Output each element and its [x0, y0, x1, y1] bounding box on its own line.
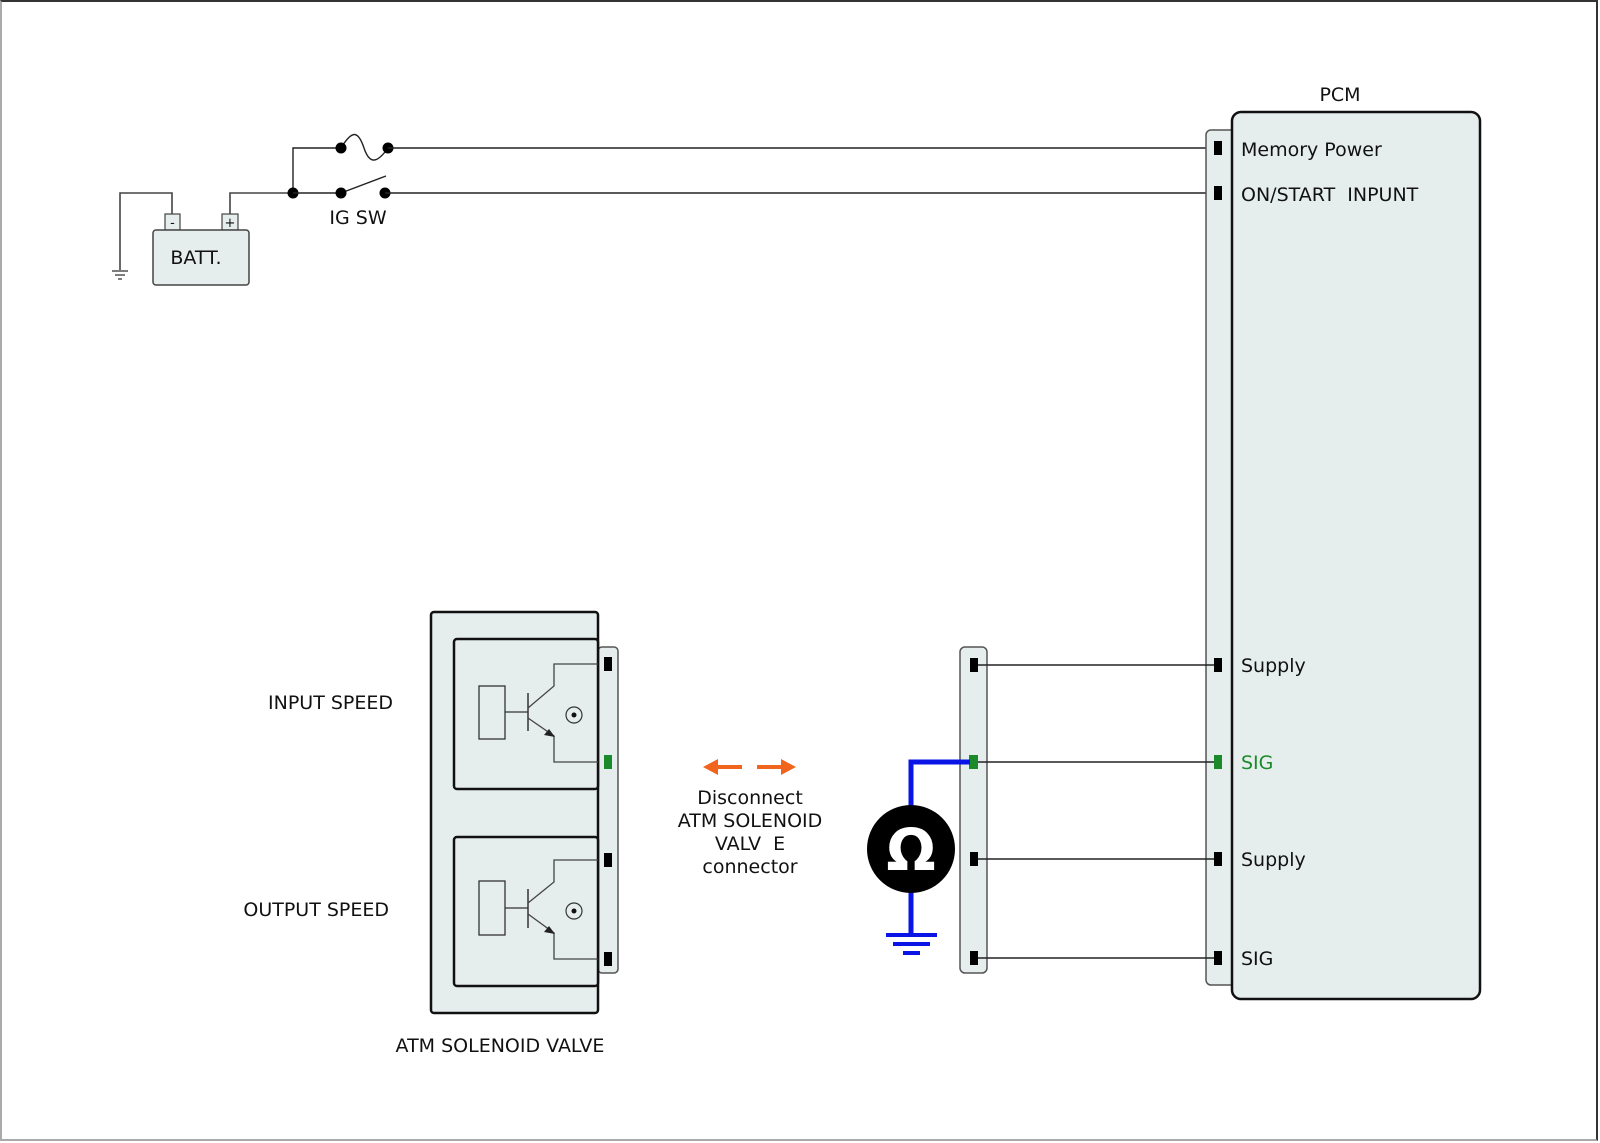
fuse-terminal-dot [335, 142, 347, 154]
battery-label: BATT. [170, 247, 221, 269]
ohmmeter: Ω [867, 759, 970, 955]
input-speed-sensor [452, 637, 612, 791]
magnetic-pickup-icon [565, 902, 583, 920]
solenoid-pin [604, 657, 612, 671]
pcm-pin [1214, 186, 1222, 200]
instruction-line: VALV E [715, 833, 785, 855]
output-sensor-box [452, 835, 600, 988]
harness-pin [970, 951, 978, 965]
disconnect-arrows-icon [703, 759, 796, 775]
solenoid-pin-highlighted [604, 755, 612, 769]
atm-solenoid-valve: INPUT SPEED OUTPUT SPEED ATM SOLENOID VA… [243, 610, 619, 1057]
battery-positive-wire [229, 192, 293, 214]
pcm-pin-label: SIG [1241, 948, 1273, 970]
output-speed-label: OUTPUT SPEED [243, 899, 389, 921]
fuse-switch-group: IG SW [287, 133, 1218, 229]
solenoid-pin [604, 952, 612, 966]
battery-group: - + BATT. [112, 192, 293, 286]
battery-plus-label: + [225, 216, 236, 231]
harness-connector [959, 646, 1214, 974]
instruction-line: connector [702, 856, 797, 878]
pcm-pin-label: Supply [1241, 655, 1306, 677]
pcm-pin-highlighted [1214, 755, 1222, 769]
output-speed-sensor [452, 835, 612, 988]
fuse-icon [340, 133, 389, 161]
meter-ground-icon [886, 933, 937, 955]
input-speed-label: INPUT SPEED [268, 692, 393, 714]
ig-switch-icon [340, 175, 387, 194]
ground-icon [112, 270, 128, 280]
battery-icon [152, 229, 250, 286]
harness-connector-strip [959, 646, 988, 974]
solenoid-connector-strip [597, 646, 619, 974]
pcm-pin-label: Supply [1241, 849, 1306, 871]
ohm-symbol: Ω [886, 816, 935, 884]
instruction-line: Disconnect [697, 787, 803, 809]
pcm-pin-label: Memory Power [1241, 139, 1382, 161]
pcm-pin-label: ON/START INPUNT [1241, 184, 1419, 206]
solenoid-valve-label: ATM SOLENOID VALVE [396, 1035, 605, 1057]
fuse-feed-wire [292, 147, 341, 193]
pcm-label: PCM [1319, 84, 1360, 106]
pcm-pin [1214, 141, 1222, 155]
pcm-pin-label-highlighted: SIG [1241, 752, 1273, 774]
solenoid-pin [604, 853, 612, 867]
disconnect-instruction: Disconnect ATM SOLENOID VALV E connector [678, 759, 823, 878]
battery-minus-label: - [170, 216, 175, 231]
magnetic-pickup-icon [565, 706, 583, 724]
input-sensor-box [452, 637, 600, 791]
ohmmeter-icon [867, 805, 955, 893]
harness-pin [970, 852, 978, 866]
pcm-pin [1214, 951, 1222, 965]
harness-pin [970, 658, 978, 672]
instruction-line: ATM SOLENOID [678, 810, 823, 832]
meter-lead-positive [908, 759, 970, 820]
pcm-pin [1214, 658, 1222, 672]
harness-pin-highlighted [969, 755, 978, 769]
switch-terminal-dot [335, 187, 347, 199]
pcm-body [1230, 110, 1482, 1001]
battery-ground-wire [119, 192, 173, 270]
pcm-module: PCM Memory Power ON/START INPUNT Supply … [1205, 84, 1482, 1001]
ig-switch-label: IG SW [329, 207, 386, 229]
pcm-pin [1214, 852, 1222, 866]
